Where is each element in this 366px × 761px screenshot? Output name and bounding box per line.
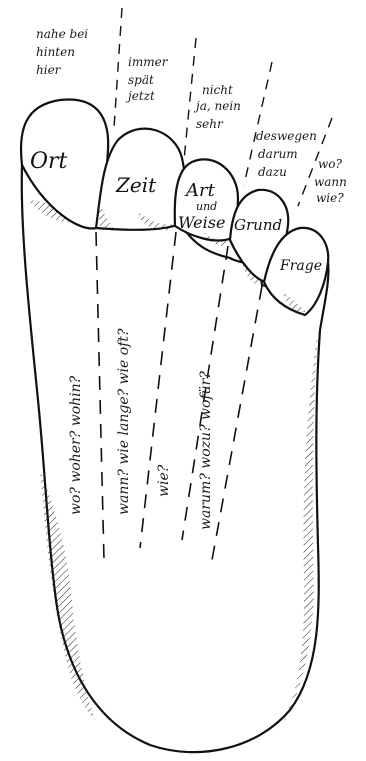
questions-zeit: wann? wie lange? wie oft? <box>116 328 132 515</box>
ex-ort-2: hinten <box>36 45 75 59</box>
ex-zeit-3: jetzt <box>125 89 155 103</box>
ex-art-3: sehr <box>196 117 224 131</box>
ex-frage-1: wo? <box>318 157 342 171</box>
ex-frage-2: wann <box>314 175 347 189</box>
label-zeit: Zeit <box>115 173 157 197</box>
label-art-weise: Weise <box>178 213 225 232</box>
label-frage: Frage <box>279 258 322 274</box>
questions-grund: warum? wozu? wofür? <box>198 371 214 530</box>
questions-ort: wo? woher? wohin? <box>68 375 84 515</box>
label-art: Art <box>184 180 216 201</box>
label-grund: Grund <box>234 216 282 234</box>
ex-zeit-1: immer <box>128 55 169 69</box>
ex-ort-1: nahe bei <box>36 27 88 41</box>
ex-grund-2: darum <box>258 147 298 161</box>
ex-zeit-2: spät <box>128 73 154 87</box>
ex-grund-3: dazu <box>258 165 287 179</box>
questions-art: wie? <box>156 464 172 497</box>
ex-art-2: ja, nein <box>193 99 241 113</box>
ex-art-1: nicht <box>202 83 233 97</box>
label-art-und: und <box>196 200 217 213</box>
label-ort: Ort <box>30 149 68 174</box>
ex-grund-1: deswegen <box>256 129 317 143</box>
ex-frage-3: wie? <box>316 191 344 205</box>
top-divider-2 <box>184 38 196 160</box>
ex-ort-3: hier <box>36 63 62 77</box>
top-divider-1 <box>114 8 122 128</box>
